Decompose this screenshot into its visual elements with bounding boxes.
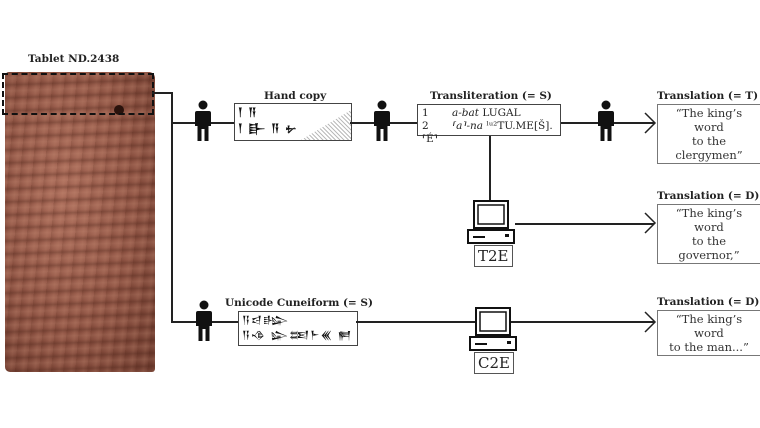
t2e-model-label: T2E [474, 245, 513, 267]
hand-copy-line-1: 𒁹 𒀀 [238, 106, 258, 119]
connector-line [515, 223, 654, 225]
unicode-cuneiform-box: 𒀀𒁀𒈗 𒀀𒈾 𒇽𒌅𒈨𒌍 𒂍 [238, 311, 358, 346]
translation-line: to the governor,” [678, 234, 740, 262]
hand-copy-hatch [301, 110, 351, 140]
unicode-cuneiform-line-2: 𒀀𒈾 𒇽𒌅𒈨𒌍 𒂍 [242, 329, 353, 342]
person-icon [196, 300, 212, 342]
arrow-head-icon [643, 212, 657, 234]
person-icon [195, 100, 211, 142]
arrow-head-icon [643, 112, 657, 134]
arrow-head-icon [643, 311, 657, 333]
connector-line [489, 136, 491, 202]
translation-d-label: Translation (= D) [657, 190, 760, 202]
translation-line: “The king’s word [675, 106, 743, 134]
connector-line [171, 92, 173, 323]
translation-d-box-2: “The king’s word to the man...” [657, 310, 760, 356]
translation-d-label-2: Translation (= D) [657, 296, 760, 308]
tablet-selection-box [2, 73, 154, 115]
hand-copy-label: Hand copy [264, 90, 327, 102]
connector-line [152, 92, 173, 94]
tablet-label: Tablet ND.2438 [28, 53, 120, 65]
translation-line: “The king’s word [675, 206, 743, 234]
hand-copy-line-2: 𒁹 𒃲 𒀀 𒉡 [238, 122, 298, 135]
translation-d-box: “The king’s word to the governor,” [657, 204, 760, 264]
unicode-cuneiform-line-1: 𒀀𒁀𒈗 [242, 314, 290, 327]
translation-line: to the clergymen” [675, 134, 743, 162]
person-icon [374, 100, 390, 142]
computer-icon [467, 200, 515, 244]
tablet-hole [114, 105, 124, 115]
unicode-cuneiform-label: Unicode Cuneiform (= S) [225, 297, 373, 309]
translation-line: to the man...” [669, 340, 749, 354]
tablet-image [5, 72, 155, 372]
translation-t-label: Translation (= T) [657, 90, 759, 102]
hand-copy-box: 𒁹 𒀀 𒁹 𒃲 𒀀 𒉡 [234, 103, 352, 141]
transliteration-label: Transliteration (= S) [430, 90, 552, 102]
transliteration-line-2: 2⸢a⸣-na ˡᵘ²TU.ME[Š].⸢É⸣ [422, 120, 553, 145]
translation-t-box: “The king’s word to the clergymen” [657, 104, 760, 164]
c2e-model-label: C2E [474, 352, 514, 374]
person-icon [598, 100, 614, 142]
translation-line: “The king’s word [675, 312, 743, 340]
computer-icon [469, 307, 517, 351]
